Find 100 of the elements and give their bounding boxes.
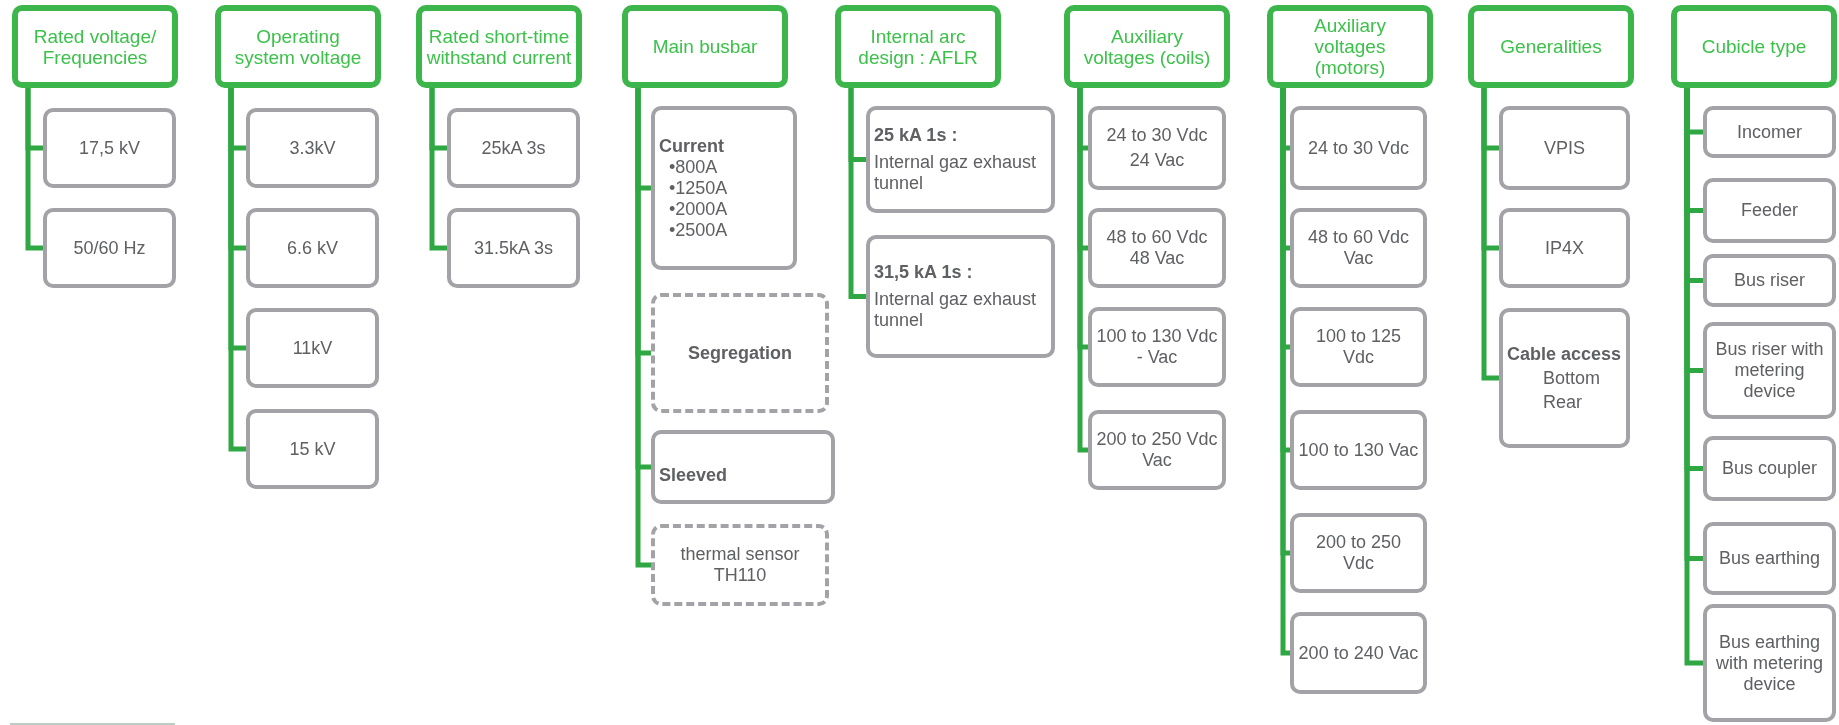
option-text: 200 to 250 Vdc Vac <box>1096 429 1218 471</box>
option-text: Feeder <box>1740 200 1798 221</box>
option-box <box>1703 178 1836 243</box>
option-text: Generalities <box>1500 36 1602 57</box>
tree-connector <box>1481 88 1499 381</box>
option-text: thermal sensor TH110 <box>679 544 801 586</box>
option-box <box>651 106 797 270</box>
option-heading: Cable access <box>1507 343 1622 365</box>
option-box <box>1088 208 1226 288</box>
option-box <box>447 208 580 288</box>
option-text: 24 to 30 Vdc <box>1307 137 1410 159</box>
option-box <box>651 524 829 606</box>
option-text: 200 to 250 Vdc <box>1314 532 1403 574</box>
option-box <box>1290 208 1427 288</box>
tree-connector <box>228 88 246 452</box>
category-header <box>215 5 381 88</box>
option-box <box>866 235 1055 358</box>
option-text: Bus riser with metering device <box>1714 339 1825 402</box>
category-header <box>1671 5 1837 88</box>
option-text: Rear <box>1542 391 1582 413</box>
option-box <box>1499 106 1630 190</box>
option-box <box>1703 322 1836 419</box>
option-text: 24 to 30 Vdc <box>1106 125 1208 146</box>
category-header <box>1267 5 1433 88</box>
option-text: Bus riser <box>1734 270 1805 291</box>
option-box <box>1703 106 1836 158</box>
option-text: Sleeved <box>659 465 728 486</box>
option-text: Internal gaz exhaust tunnel <box>874 152 1038 194</box>
option-text: Cubicle type <box>1701 36 1807 57</box>
option-text: Bus earthing with metering device <box>1714 631 1824 695</box>
option-text: Auxiliary voltages (coils) <box>1082 25 1212 68</box>
option-box <box>1290 513 1427 593</box>
option-text: 100 to 130 Vdc - Vac <box>1096 326 1218 368</box>
option-heading: 25 kA 1s : <box>874 125 958 146</box>
tree-connector <box>635 88 651 568</box>
tree-connector <box>25 88 43 251</box>
option-text: •2500A <box>668 219 728 241</box>
option-text: IP4X <box>1545 237 1584 259</box>
option-text: Bus earthing <box>1718 548 1821 569</box>
category-header <box>622 5 788 88</box>
option-text: 24 Vac <box>1129 150 1185 171</box>
option-box <box>866 106 1055 213</box>
category-header <box>416 5 582 88</box>
option-text: 15 kV <box>289 438 336 460</box>
option-text: •1250A <box>668 177 728 199</box>
option-text: Bottom <box>1542 367 1601 389</box>
option-heading: 48 to 60 Vdc <box>1106 227 1208 248</box>
option-box <box>1088 106 1226 190</box>
option-box <box>1499 208 1630 288</box>
option-text: 11kV <box>292 337 333 359</box>
option-text: Segregation <box>688 342 792 364</box>
option-box <box>1290 410 1427 490</box>
option-box <box>1088 410 1226 490</box>
option-text: Internal gaz exhaust tunnel <box>874 289 1038 331</box>
option-text: 48 Vac <box>1129 248 1185 269</box>
option-text: 25kA 3s <box>481 137 546 159</box>
tree-connector <box>1077 88 1088 453</box>
option-box <box>1088 307 1226 387</box>
option-text: Incomer <box>1737 121 1802 143</box>
tree-connector <box>1280 88 1290 656</box>
option-text: 48 to 60 Vdc Vac <box>1306 227 1411 269</box>
option-text: Rated voltage/ Frequencies <box>32 25 158 68</box>
option-heading: Current <box>659 135 724 157</box>
option-text: Bus coupler <box>1721 458 1818 479</box>
option-text: 17,5 kV <box>78 137 140 159</box>
option-box <box>1703 254 1836 307</box>
tree-connector <box>1684 88 1703 666</box>
option-text: Auxiliary voltages (motors) <box>1313 15 1387 78</box>
option-box <box>1290 307 1427 387</box>
option-box <box>447 108 580 188</box>
option-box <box>1703 436 1836 501</box>
option-box <box>43 108 176 188</box>
option-box <box>1290 106 1427 190</box>
option-text: 3.3kV <box>289 137 336 159</box>
option-text: 31.5kA 3s <box>473 237 554 259</box>
option-text: Operating system voltage <box>233 25 363 68</box>
option-text: 100 to 125 Vdc <box>1314 326 1403 368</box>
option-heading: 31,5 kA 1s : <box>874 262 973 283</box>
option-text: 200 to 240 Vac <box>1298 642 1419 664</box>
category-header <box>835 5 1001 88</box>
option-box <box>651 293 829 413</box>
option-text: Main busbar <box>652 36 758 57</box>
option-text: Internal arc design : AFLR <box>857 25 979 68</box>
option-box <box>651 430 835 504</box>
option-text: •2000A <box>668 198 728 220</box>
option-text: •800A <box>668 156 718 178</box>
option-box <box>246 108 379 188</box>
option-box <box>43 208 176 288</box>
option-box <box>1703 604 1836 722</box>
option-text: 6.6 kV <box>287 237 338 259</box>
option-text: Rated short-time withstand current <box>426 25 572 68</box>
category-header <box>1064 5 1230 88</box>
option-box <box>1703 522 1836 595</box>
category-header <box>1468 5 1634 88</box>
option-box <box>1290 612 1427 694</box>
option-text: VPIS <box>1544 137 1585 159</box>
option-text: 100 to 130 Vac <box>1298 439 1419 461</box>
tree-connector <box>848 88 866 299</box>
option-box <box>246 409 379 489</box>
option-box <box>246 208 379 288</box>
